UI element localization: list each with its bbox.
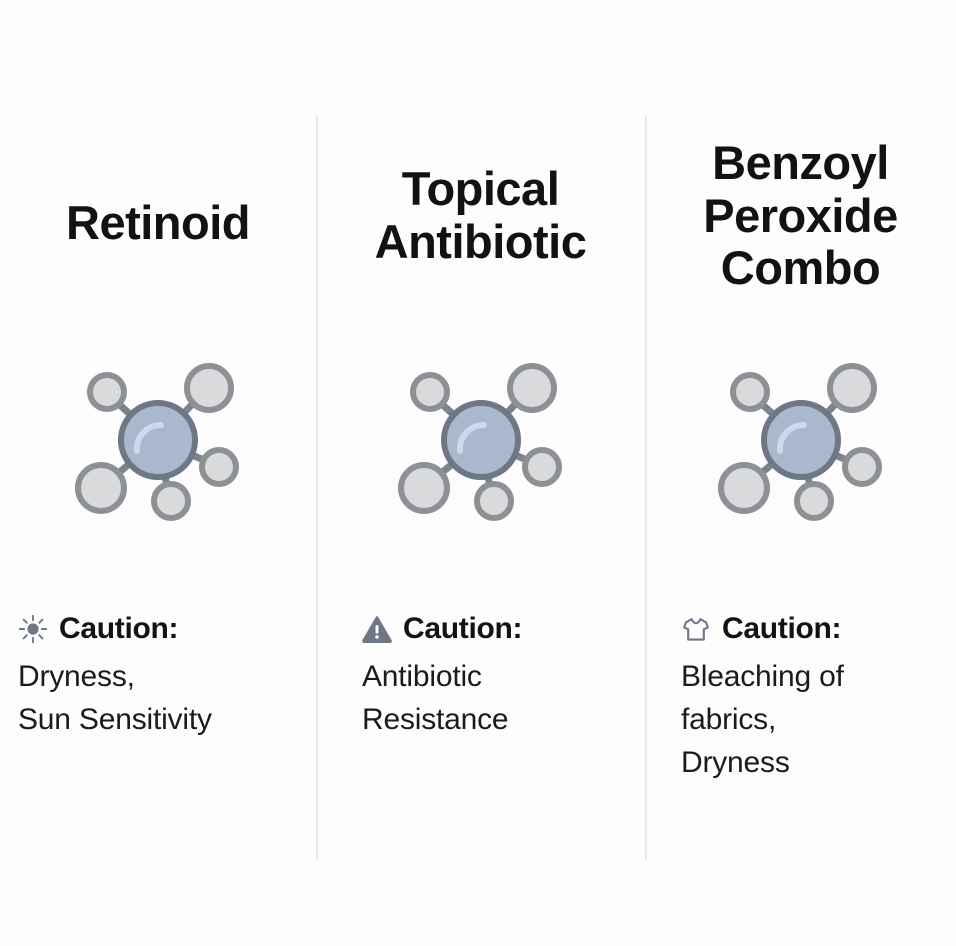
molecule-icon [73, 355, 243, 525]
caution-header: Caution: [681, 612, 953, 646]
caution-header: Caution: [362, 612, 637, 646]
column-title: Retinoid [66, 196, 250, 249]
sun-icon [18, 614, 48, 644]
treatment-column-retinoid: Retinoid [0, 0, 316, 946]
warning-triangle-icon [362, 614, 392, 644]
molecule-icon [396, 355, 566, 525]
molecule-icon [716, 355, 886, 525]
caution-block: Caution: Antibiotic Resistance [362, 612, 637, 741]
caution-body: Antibiotic Resistance [362, 660, 509, 737]
tshirt-icon [681, 614, 711, 644]
caution-body: Bleaching of fabrics, Dryness [681, 660, 844, 780]
caution-body: Dryness, Sun Sensitivity [18, 660, 212, 737]
column-divider-1 [316, 115, 318, 860]
column-title: Topical Antibiotic [374, 162, 587, 268]
caution-label: Caution: [722, 612, 842, 645]
treatment-column-topical-antibiotic: Topical Antibiotic [316, 0, 645, 946]
column-title: Benzoyl Peroxide Combo [703, 136, 898, 295]
caution-label: Caution: [59, 612, 179, 645]
caution-block: Caution: Bleaching of fabrics, Dryness [681, 612, 953, 785]
caution-label: Caution: [403, 612, 523, 645]
caution-header: Caution: [18, 612, 308, 646]
caution-block: Caution: Dryness, Sun Sensitivity [18, 612, 308, 741]
column-divider-2 [645, 115, 647, 860]
treatment-column-benzoyl-peroxide-combo: Benzoyl Peroxide Combo [645, 0, 956, 946]
